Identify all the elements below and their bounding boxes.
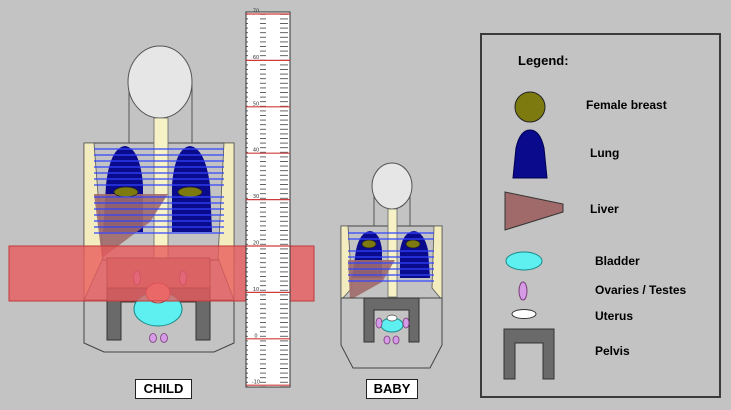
- child-liver: [94, 194, 168, 258]
- baby-ovary-left: [375, 317, 383, 329]
- ruler-label: 10: [253, 287, 259, 293]
- legend-title: Legend:: [518, 53, 569, 68]
- baby-testis-right: [392, 335, 400, 345]
- pelvis-icon: [503, 328, 555, 380]
- baby-left-breast: [361, 239, 377, 249]
- child-head: [127, 45, 193, 119]
- legend-label-ovaries-testes: Ovaries / Testes: [595, 283, 687, 297]
- uterus-icon: [511, 309, 537, 319]
- ruler-label: 40: [253, 148, 259, 154]
- baby-liver: [348, 260, 395, 300]
- ruler-label: 70: [253, 9, 259, 15]
- baby-testis-left: [383, 335, 391, 345]
- lung-icon: [512, 129, 548, 179]
- baby-pelvis: [363, 297, 420, 343]
- legend-label-liver: Liver: [590, 202, 619, 216]
- legend-label-pelvis: Pelvis: [595, 344, 630, 358]
- legend-label-bladder: Bladder: [595, 254, 640, 268]
- baby-head: [371, 162, 413, 210]
- child-left-breast: [113, 186, 139, 198]
- height-ruler: 70 60 50 40 30 20 10 0 -10: [245, 9, 291, 388]
- bladder-icon: [505, 251, 543, 271]
- child-phantom: [83, 45, 235, 353]
- ovaries-testes-icon: [518, 281, 528, 301]
- child-testis-right: [160, 333, 168, 343]
- ruler-label: 60: [253, 55, 259, 61]
- female-breast-icon: [514, 91, 546, 123]
- baby-slice-lines: [348, 232, 434, 282]
- child-caption: CHILD: [135, 379, 192, 399]
- child-right-breast: [177, 186, 203, 198]
- child-testis-left: [149, 333, 157, 343]
- baby-spine: [387, 208, 398, 298]
- ruler-label: -10: [252, 380, 260, 386]
- ruler-label: 50: [253, 101, 259, 107]
- legend-panel: Legend: Female breast Lung Liver Bladder…: [480, 33, 721, 398]
- baby-ovary-right: [402, 317, 410, 329]
- baby-phantom: [340, 162, 443, 369]
- baby-caption: BABY: [366, 379, 418, 399]
- ruler-label: 30: [253, 194, 259, 200]
- ruler-label: 20: [253, 241, 259, 247]
- child-slice-lines: [94, 148, 224, 234]
- child-spine: [153, 117, 169, 259]
- legend-label-lung: Lung: [590, 146, 620, 160]
- legend-label-uterus: Uterus: [595, 309, 634, 323]
- baby-right-breast: [405, 239, 421, 249]
- ruler-label: 0: [254, 333, 257, 339]
- legend-label-female-breast: Female breast: [586, 98, 667, 112]
- baby-uterus: [386, 314, 398, 322]
- liver-icon: [504, 191, 564, 231]
